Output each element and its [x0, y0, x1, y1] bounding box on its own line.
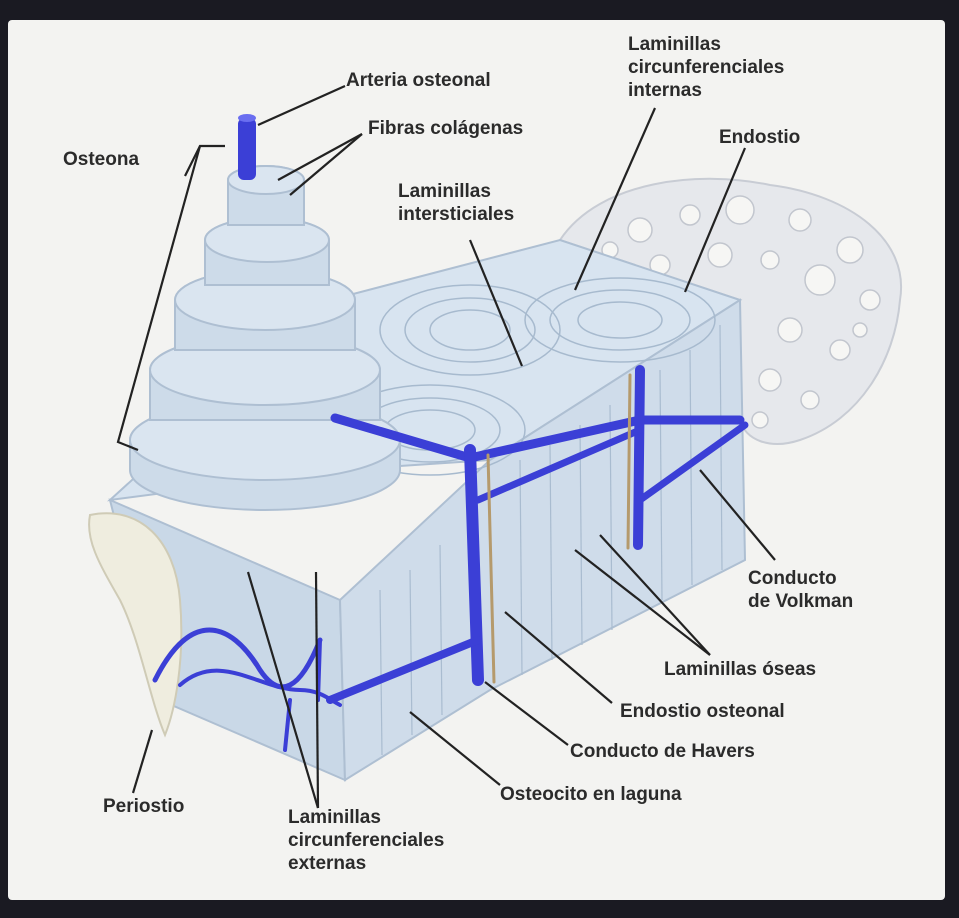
osteonal-artery: [238, 114, 256, 180]
label-osteona: Osteona: [63, 149, 140, 170]
label-laminillas-circunferenciales-internas: Laminillas circunferenciales internas: [628, 34, 785, 101]
label-arteria-osteonal: Arteria osteonal: [346, 70, 491, 91]
label-osteocito-en-laguna: Osteocito en laguna: [500, 784, 682, 805]
vessels: [152, 365, 749, 752]
label-endostio: Endostio: [719, 127, 801, 148]
label-laminillas-intersticiales: Laminillas intersticiales: [398, 181, 515, 225]
label-fibras-colagenas: Fibras colágenas: [368, 118, 524, 139]
periosteum: [88, 512, 183, 738]
label-laminillas-circunferenciales-externas: Laminillas circunferenciales externas: [288, 807, 445, 874]
label-conducto-de-havers: Conducto de Havers: [570, 741, 755, 762]
label-endostio-osteonal: Endostio osteonal: [620, 701, 785, 722]
label-periostio: Periostio: [103, 796, 185, 817]
leader-lines: [116, 84, 776, 809]
label-laminillas-oseas: Laminillas óseas: [664, 659, 817, 680]
label-conducto-de-volkman: Conducto de Volkman: [748, 568, 854, 612]
spongy-bone: [558, 177, 903, 445]
